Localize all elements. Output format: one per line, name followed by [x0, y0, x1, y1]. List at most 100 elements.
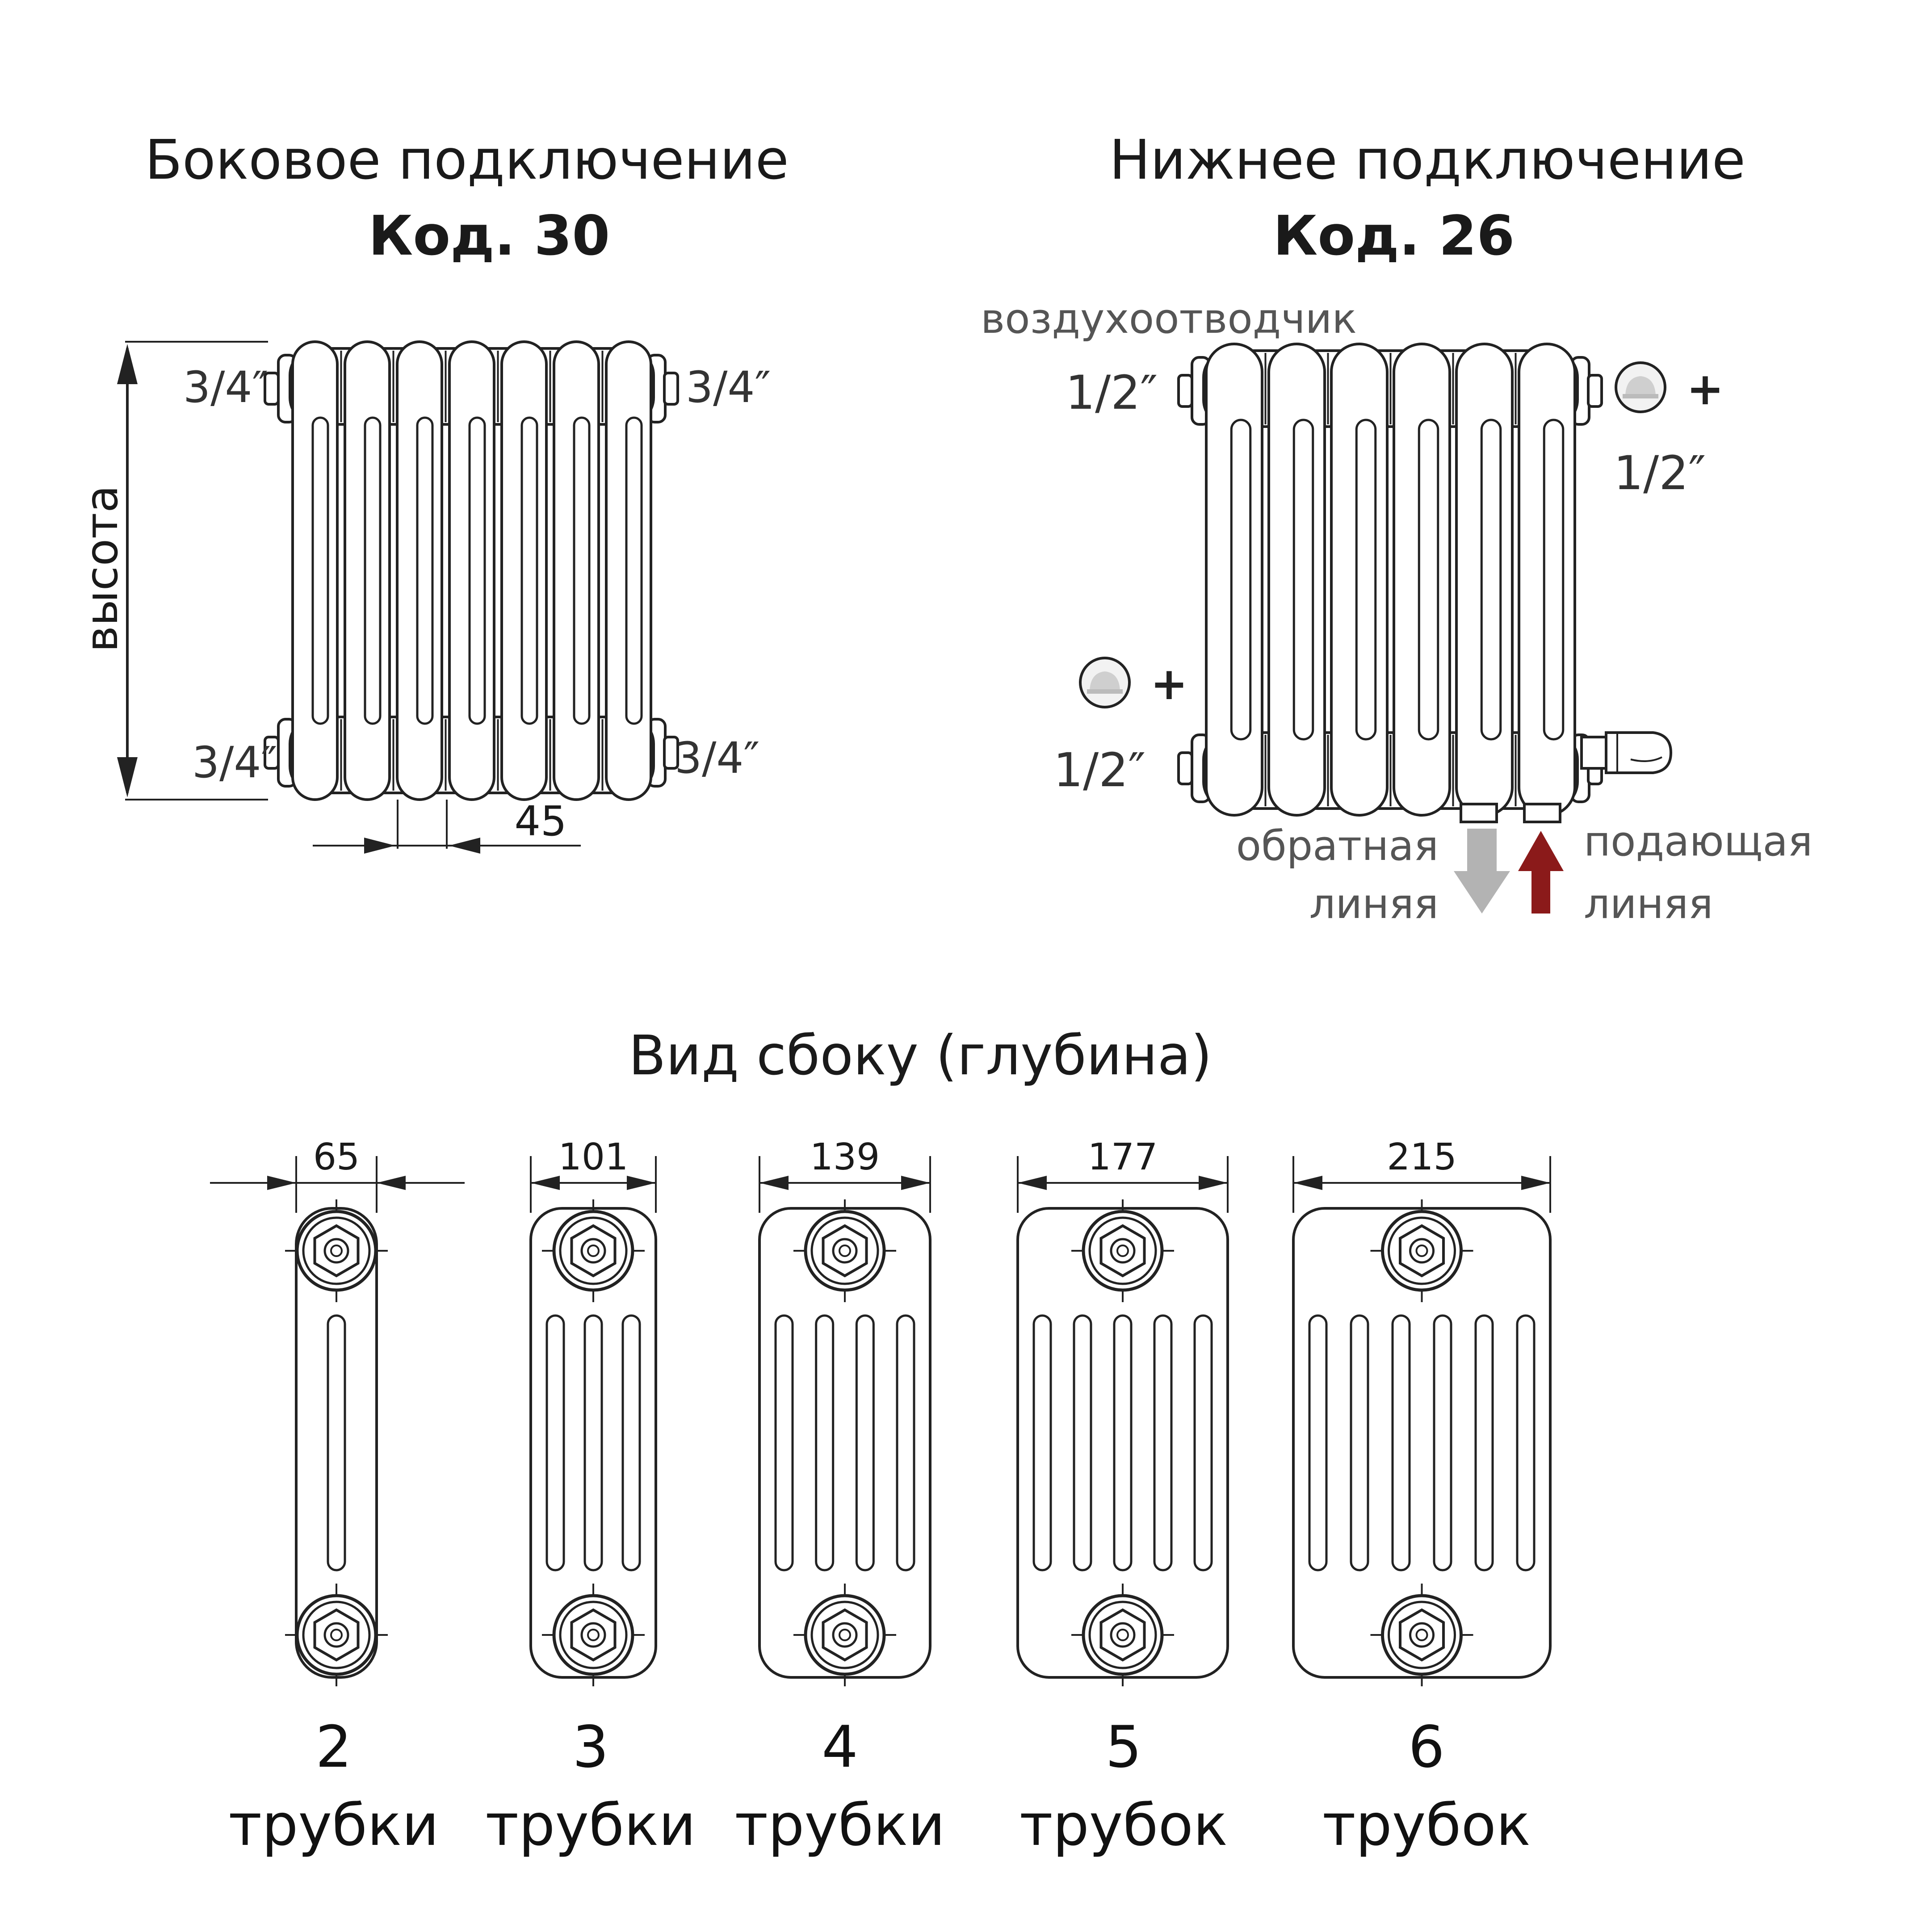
supply-connection [1523, 803, 1561, 823]
tube-count: 6 [1408, 1714, 1444, 1781]
column-slot [416, 416, 434, 725]
width-label: 65 [313, 1136, 360, 1178]
nut-icon [1370, 1199, 1473, 1302]
dimension-arrow [1293, 1176, 1322, 1190]
thread-top-right: 3/4″ [686, 362, 771, 412]
nut-ring [810, 1601, 879, 1669]
column-slot [520, 416, 538, 725]
dimension-arrow [1018, 1176, 1047, 1190]
tube-slot [1474, 1314, 1494, 1572]
tube-slot [855, 1314, 875, 1572]
thread-stub [264, 736, 280, 770]
nut-bore [330, 1629, 343, 1641]
nut-ring [559, 1216, 628, 1285]
tube-slot [1073, 1314, 1092, 1572]
dimension-arrow [901, 1176, 930, 1190]
tube-count: 2 [315, 1714, 352, 1781]
tube-unit: трубки [735, 1792, 945, 1859]
tube-slot [1193, 1314, 1213, 1572]
dimension-arrow [531, 1176, 560, 1190]
thread-stub [1177, 751, 1193, 785]
thread-top-left: 3/4″ [183, 362, 268, 412]
tube-slot [1391, 1314, 1411, 1572]
tube-slot [621, 1314, 641, 1572]
air-vent-label: воздухоотводчик [981, 295, 1357, 343]
column-slot [1418, 419, 1439, 741]
nut-bore [839, 1245, 851, 1257]
return-connection [1460, 803, 1498, 823]
plug-icon [1079, 657, 1131, 708]
nut-icon [285, 1584, 388, 1686]
plus-right: + [1687, 363, 1724, 415]
column-slot [1355, 419, 1377, 741]
nut-bore [587, 1245, 600, 1257]
thread-stub [1587, 374, 1603, 408]
side-view-title: Вид сбоку (глубина) [629, 1024, 1212, 1087]
dimension-arrow [1199, 1176, 1228, 1190]
tube-slot [1032, 1314, 1052, 1572]
nut-bore [1116, 1245, 1129, 1257]
tube-unit: трубки [486, 1792, 696, 1859]
column-slot [364, 416, 382, 725]
height-dimension [117, 341, 268, 800]
side-connection-title: Боковое подключение [145, 128, 789, 192]
side-view-variants: 652трубки1013трубки1394трубки1775трубок2… [210, 1136, 1552, 1859]
column-slot [1292, 419, 1314, 741]
tube-slot [774, 1314, 794, 1572]
nut-ring [302, 1601, 371, 1669]
nut-bore [1116, 1629, 1129, 1641]
side-view-variant: 101 3 трубки [486, 1136, 696, 1859]
tube-slot [1516, 1314, 1536, 1572]
nut-icon [1370, 1584, 1473, 1686]
return-arrow-icon [1454, 829, 1510, 914]
nut-ring [1388, 1216, 1456, 1285]
thread-bottom-left: 3/4″ [192, 738, 277, 788]
nut-icon [793, 1199, 896, 1302]
column-slot [1480, 419, 1502, 741]
dimension-arrow [1521, 1176, 1550, 1190]
tube-slot [1113, 1314, 1133, 1572]
tube-count: 4 [822, 1714, 858, 1781]
tube-slot [545, 1314, 565, 1572]
nut-ring [1088, 1216, 1157, 1285]
nut-icon [542, 1199, 645, 1302]
thread-vent: 1/2″ [1066, 365, 1158, 420]
tube-count: 3 [572, 1714, 608, 1781]
tube-slot [1433, 1314, 1452, 1572]
bottom-connection-code: Код. 26 [1273, 204, 1515, 268]
tube-unit: трубок [1020, 1792, 1228, 1859]
nut-ring [1088, 1601, 1157, 1669]
bottom-connection-title: Нижнее подключение [1109, 128, 1745, 192]
tube-slot [327, 1314, 346, 1572]
nut-bore [1415, 1629, 1428, 1641]
tube-slot [1308, 1314, 1328, 1572]
nut-bore [587, 1629, 600, 1641]
nut-ring [302, 1216, 371, 1285]
thread-stub [264, 372, 280, 406]
supply-arrow-icon [1518, 831, 1564, 914]
spacing-label: 45 [514, 797, 566, 845]
return-line-label-1: обратная [1236, 822, 1439, 870]
dimension-arrow [267, 1176, 296, 1190]
height-label: высота [76, 485, 128, 652]
column-slot [1543, 419, 1565, 741]
thread-stub [1177, 374, 1193, 408]
nut-icon [793, 1584, 896, 1686]
tube-slot [896, 1314, 915, 1572]
supply-line-label-2: линяя [1584, 880, 1713, 928]
tube-unit: трубок [1322, 1792, 1531, 1859]
nut-icon [542, 1584, 645, 1686]
thermostat-head-icon [1580, 731, 1673, 774]
dimension-arrow [627, 1176, 656, 1190]
thread-right-plug: 1/2″ [1614, 446, 1706, 500]
width-label: 101 [558, 1136, 629, 1178]
tube-slot [583, 1314, 603, 1572]
spacing-dimension [313, 800, 581, 854]
column-slot [311, 416, 329, 725]
thread-stub [663, 372, 679, 406]
